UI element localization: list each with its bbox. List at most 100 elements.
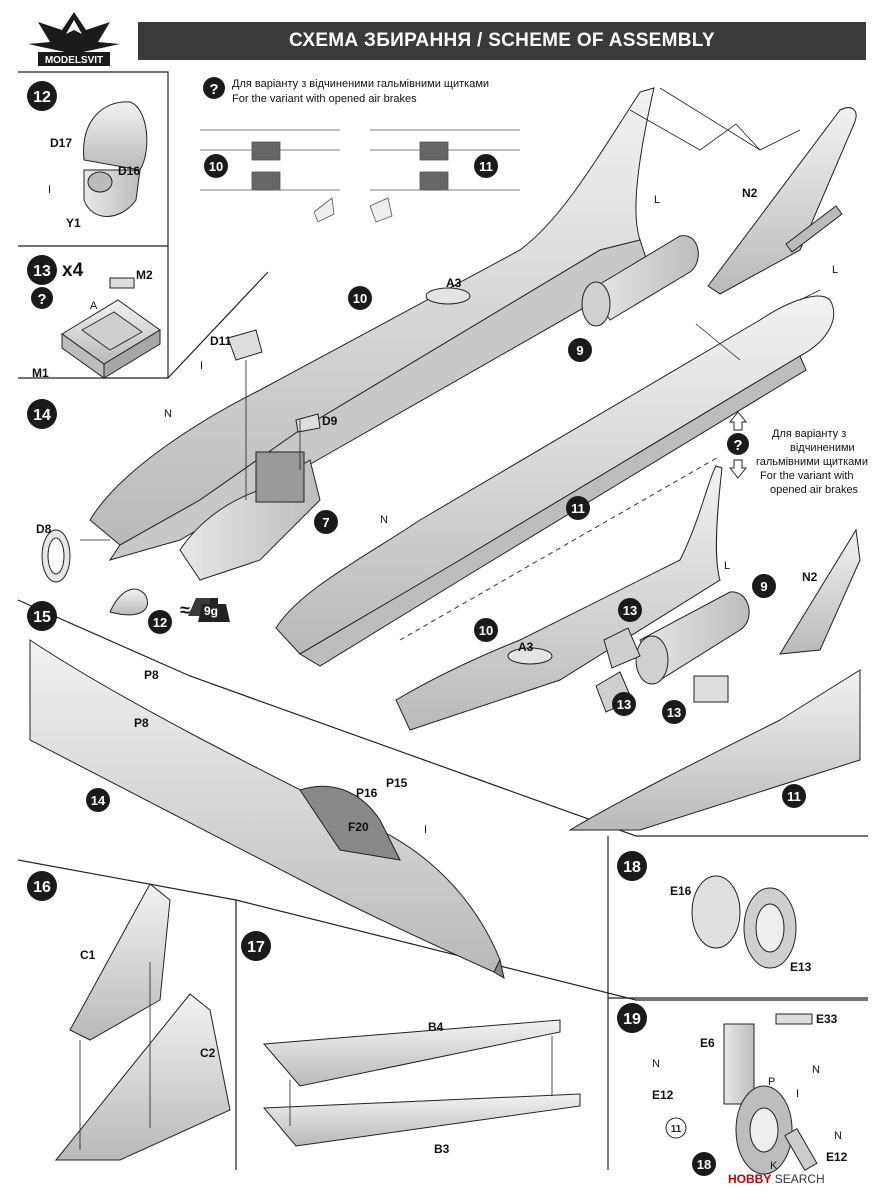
ref-number: 11 xyxy=(787,789,801,804)
weight-icon xyxy=(198,598,230,622)
note-right-ua-2: відчиненими xyxy=(790,442,855,454)
part-n2-variant: N2 xyxy=(802,570,818,584)
ref-number: 10 xyxy=(209,159,223,174)
watermark-suffix: SEARCH xyxy=(774,1172,825,1186)
ref-marker: 14 xyxy=(86,788,110,812)
watermark-brand: HOBBY xyxy=(728,1172,772,1186)
paint-code-p: P xyxy=(768,1076,776,1088)
ref-marker: 9 xyxy=(752,574,776,598)
brand-text: MODELSVIT xyxy=(45,55,103,66)
ref-marker: 11 xyxy=(566,496,590,520)
part-d16: D16 xyxy=(118,164,141,178)
step17-stabilizer xyxy=(262,1019,581,1147)
ref-number: 12 xyxy=(153,615,167,630)
ref-number: 10 xyxy=(353,291,367,306)
step-number: 16 xyxy=(33,879,51,896)
ref-marker: 18 xyxy=(692,1152,716,1176)
part-d17: D17 xyxy=(50,136,73,150)
fuselage-half-10 xyxy=(89,87,655,561)
ref-marker-outline: 11 xyxy=(665,1117,687,1139)
part-y1: Y1 xyxy=(66,216,81,230)
svg-text:?: ? xyxy=(37,291,46,308)
ref-number: 11 xyxy=(671,1124,682,1135)
part-a3-variant: A3 xyxy=(518,640,534,654)
paint-code-n: N xyxy=(164,408,172,420)
step18-wheel xyxy=(691,875,797,969)
weight-value: 9g xyxy=(204,604,219,618)
part-b4: B4 xyxy=(428,1020,444,1034)
step12-nose-cone xyxy=(83,101,148,217)
part-p8: P8 xyxy=(144,668,159,682)
note-right-en-1: For the variant with xyxy=(760,470,854,482)
question-icon: ? xyxy=(203,77,225,99)
paint-code-i-3: I xyxy=(424,824,428,836)
part-p16: P16 xyxy=(356,786,378,800)
paint-code-i: I xyxy=(48,184,52,196)
ref-marker: 10 xyxy=(204,154,228,178)
ref-number: 18 xyxy=(697,1157,711,1172)
step-number: 18 xyxy=(623,859,641,876)
ref-marker: 13 xyxy=(662,700,686,724)
part-e12-left: E12 xyxy=(652,1088,674,1102)
panel-borders xyxy=(17,71,868,1170)
subassembly-markers: 10 11 10 9 7 11 12 10 9 13 13 13 11 14 1… xyxy=(86,154,806,1176)
step-number: 17 xyxy=(247,939,265,956)
ref-marker: 9 xyxy=(568,338,592,362)
part-a3: A3 xyxy=(446,276,462,290)
ref-number: 11 xyxy=(479,159,493,174)
info-markers: ? ? ? xyxy=(31,77,749,479)
ref-number: 9 xyxy=(576,343,583,358)
part-n2: N2 xyxy=(742,186,758,200)
part-m1: M1 xyxy=(32,366,49,380)
ref-number: 10 xyxy=(479,623,493,638)
modelsvit-logo: MODELSVIT xyxy=(28,12,120,66)
part-p15: P15 xyxy=(386,776,408,790)
ref-marker: 10 xyxy=(474,618,498,642)
ref-marker: 11 xyxy=(782,784,806,808)
svg-text:?: ? xyxy=(209,81,218,98)
ref-number: 13 xyxy=(617,697,631,712)
step13-multiplier: x4 xyxy=(62,260,84,281)
paint-code-i-4: I xyxy=(796,1088,800,1100)
part-d11: D11 xyxy=(210,334,232,348)
ref-number: 14 xyxy=(91,793,106,808)
part-m2: M2 xyxy=(136,268,153,282)
step13-airbrake xyxy=(61,277,161,379)
ref-number: 11 xyxy=(571,501,585,516)
question-icon: ? xyxy=(727,433,749,455)
paint-code-a: A xyxy=(90,300,98,312)
part-p8-2: P8 xyxy=(134,716,149,730)
step-number: 12 xyxy=(33,89,51,106)
leader-lines xyxy=(79,87,821,1150)
step-marker: 13 xyxy=(27,255,57,285)
weight-approx: ≈ xyxy=(180,600,190,620)
svg-text:?: ? xyxy=(733,437,742,454)
ref-marker: 13 xyxy=(618,598,642,622)
fuselage-half-11 xyxy=(275,295,835,667)
ref-number: 13 xyxy=(667,705,681,720)
note-right-ua-1: Для варіанту з xyxy=(772,428,847,440)
step-number: 14 xyxy=(33,407,51,424)
ref-marker: 11 xyxy=(474,154,498,178)
step-number: 19 xyxy=(623,1011,641,1028)
part-e16: E16 xyxy=(670,884,692,898)
step-marker: 12 xyxy=(27,81,57,111)
part-e13: E13 xyxy=(790,960,812,974)
question-icon: ? xyxy=(31,287,53,309)
note-right-ua-3: гальмівними щитками xyxy=(756,456,868,468)
step-marker: 16 xyxy=(27,871,57,901)
part-e33: E33 xyxy=(816,1012,838,1026)
part-c2: C2 xyxy=(200,1046,216,1060)
page-title: СХЕМА ЗБИРАННЯ / SCHEME OF ASSEMBLY xyxy=(289,30,715,51)
note-top-en: For the variant with opened air brakes xyxy=(232,93,417,105)
paint-code-n-3: N xyxy=(652,1058,660,1070)
paint-code-i-2: I xyxy=(200,360,204,372)
paint-code-n-5: N xyxy=(834,1130,842,1142)
note-right-en-2: opened air brakes xyxy=(770,484,859,496)
step-markers: 12 13 14 15 16 17 18 19 xyxy=(27,81,647,1033)
paint-code-l-3: L xyxy=(724,560,731,572)
tail-fin-n2 xyxy=(707,107,857,295)
part-e6: E6 xyxy=(700,1036,715,1050)
